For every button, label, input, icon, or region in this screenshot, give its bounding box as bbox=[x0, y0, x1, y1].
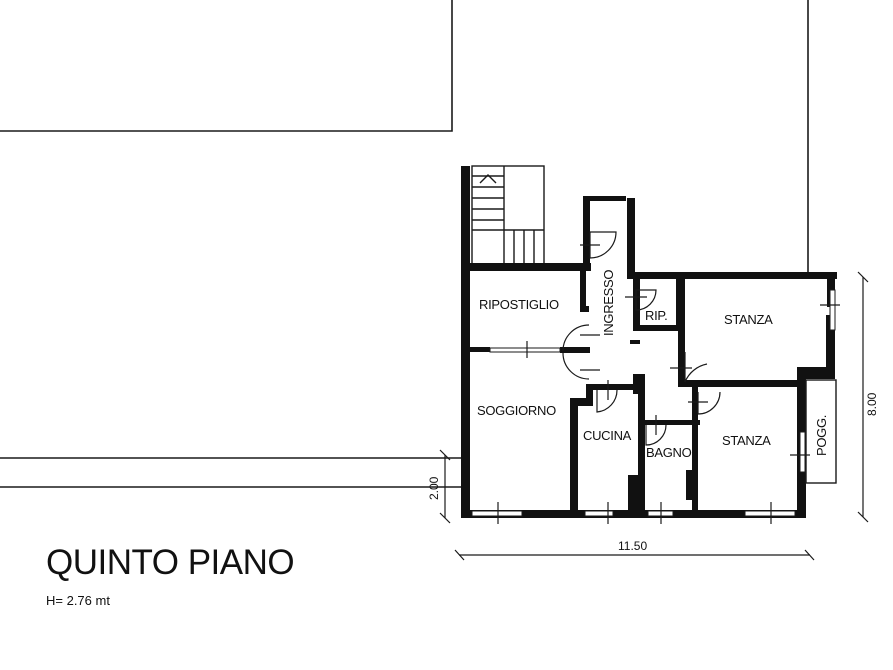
staircase bbox=[471, 165, 545, 267]
ceiling-height-note: H= 2.76 mt bbox=[46, 593, 110, 608]
dimension-offset-label: 2.00 bbox=[427, 476, 441, 500]
room-label-ripostiglio: RIPOSTIGLIO bbox=[479, 297, 559, 312]
dimension-height-label: 8.00 bbox=[865, 392, 879, 416]
room-label-poggiolo: POGG. bbox=[814, 414, 829, 456]
window-marks bbox=[497, 304, 840, 524]
room-label-stanza-1: STANZA bbox=[724, 312, 773, 327]
room-label-stanza-2: STANZA bbox=[722, 433, 771, 448]
doors bbox=[562, 231, 721, 446]
dimension-width-label: 11.50 bbox=[618, 539, 648, 553]
room-label-bagno: BAGNO bbox=[646, 445, 692, 460]
balcony bbox=[805, 379, 837, 484]
room-label-rip: RIP. bbox=[645, 308, 668, 323]
room-label-ingresso: INGRESSO bbox=[601, 269, 616, 336]
walls bbox=[461, 166, 837, 518]
floor-title: QUINTO PIANO bbox=[46, 543, 295, 582]
room-label-soggiorno: SOGGIORNO bbox=[477, 403, 556, 418]
room-label-cucina: CUCINA bbox=[583, 428, 632, 443]
context-outlines bbox=[0, 0, 809, 488]
dimension-lines bbox=[439, 271, 869, 561]
